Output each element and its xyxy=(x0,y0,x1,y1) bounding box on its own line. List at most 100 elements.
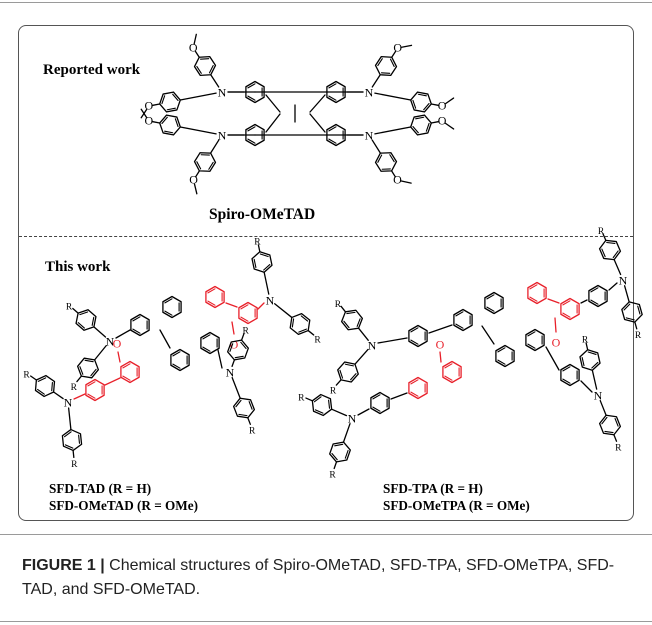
double-bond xyxy=(529,284,538,290)
atom-label-nitrogen: N xyxy=(218,129,227,143)
bond xyxy=(257,302,265,310)
double-bond xyxy=(623,303,631,311)
bond xyxy=(193,183,198,195)
bond xyxy=(430,103,439,106)
double-bond xyxy=(591,361,599,369)
double-bond xyxy=(164,298,173,304)
bond xyxy=(377,337,408,344)
bond xyxy=(93,345,107,361)
bond xyxy=(265,94,281,113)
benzene-ring xyxy=(442,360,462,384)
double-bond xyxy=(164,130,174,134)
double-bond xyxy=(614,418,619,427)
benzene-ring xyxy=(588,284,608,308)
benzene-ring xyxy=(408,324,428,348)
bond xyxy=(430,121,439,124)
double-bond xyxy=(328,95,337,101)
bond xyxy=(554,317,557,333)
atom-label-oxygen: O xyxy=(113,337,122,351)
double-bond xyxy=(372,394,381,400)
benzene-ring xyxy=(495,344,515,368)
atom-label-oxygen: O xyxy=(189,173,198,187)
double-bond xyxy=(64,444,74,449)
double-bond xyxy=(343,320,350,329)
double-bond xyxy=(410,339,419,345)
bond xyxy=(371,139,382,154)
double-bond xyxy=(298,328,307,333)
atom-label-oxygen: O xyxy=(438,113,447,127)
atom-label-substituent: R xyxy=(71,383,78,393)
bond xyxy=(52,391,64,400)
bond xyxy=(340,305,347,313)
bond xyxy=(371,74,381,88)
double-bond xyxy=(497,359,506,365)
bond xyxy=(335,379,342,386)
double-bond xyxy=(529,296,538,302)
double-bond xyxy=(247,138,256,144)
atom-label-substituent: R xyxy=(335,300,342,310)
double-bond xyxy=(444,363,453,369)
sfd-tad-label: SFD-TAD (R = H) SFD-OMeTAD (R = OMe) xyxy=(49,480,198,514)
double-bond xyxy=(328,126,337,132)
double-bond xyxy=(581,357,585,367)
bond xyxy=(585,342,589,351)
double-bond xyxy=(587,351,597,355)
double-bond xyxy=(208,161,214,170)
bond xyxy=(231,321,235,335)
double-bond xyxy=(444,375,453,381)
atom-label-nitrogen: N xyxy=(64,396,73,410)
double-bond xyxy=(87,393,96,399)
bond xyxy=(580,380,593,393)
bond xyxy=(93,326,107,338)
atom-label-substituent: R xyxy=(598,227,605,237)
bond xyxy=(444,97,455,105)
double-bond xyxy=(328,83,337,89)
atom-label-substituent: R xyxy=(298,394,305,404)
bond xyxy=(481,325,495,345)
double-bond xyxy=(132,316,141,322)
reported-work-label: Reported work xyxy=(43,62,141,78)
bond xyxy=(152,121,161,124)
double-bond xyxy=(240,304,249,310)
benzene-ring xyxy=(130,313,150,337)
bond xyxy=(76,375,83,383)
benzene-ring xyxy=(484,291,504,315)
bond xyxy=(195,170,201,178)
bond xyxy=(439,351,442,363)
double-bond xyxy=(331,452,338,461)
double-bond xyxy=(172,363,181,369)
bond xyxy=(140,108,148,119)
double-bond xyxy=(240,316,249,322)
bond xyxy=(29,375,38,381)
double-bond xyxy=(240,341,247,350)
bond xyxy=(265,113,281,133)
bond xyxy=(117,351,121,363)
double-bond xyxy=(229,343,234,352)
atom-label-nitrogen: N xyxy=(106,335,115,349)
double-bond xyxy=(259,253,269,258)
bond xyxy=(159,329,171,349)
double-bond xyxy=(562,300,571,306)
double-bond xyxy=(344,449,349,459)
sfd-tpa-label: SFD-TPA (R = H) SFD-OMeTPA (R = OMe) xyxy=(383,480,530,514)
double-bond xyxy=(417,93,427,97)
double-bond xyxy=(562,366,571,372)
figure-panel: Reported work Spiro-OMeTAD This work SFD… xyxy=(18,25,634,521)
double-bond xyxy=(410,327,419,333)
bond xyxy=(333,461,338,470)
atom-label-nitrogen: N xyxy=(594,389,603,403)
atom-label-nitrogen: N xyxy=(365,129,374,143)
bond xyxy=(193,33,197,45)
benzene-ring xyxy=(560,363,580,387)
bond xyxy=(257,244,261,253)
bond xyxy=(209,139,220,154)
atom-label-nitrogen: N xyxy=(266,294,275,308)
bond xyxy=(179,92,217,101)
atom-label-substituent: R xyxy=(66,303,73,313)
atom-label-substituent: R xyxy=(243,326,250,336)
bond xyxy=(390,170,396,178)
double-bond xyxy=(527,331,536,337)
benzene-ring xyxy=(453,308,473,332)
double-bond xyxy=(486,306,495,312)
double-bond xyxy=(87,381,96,387)
